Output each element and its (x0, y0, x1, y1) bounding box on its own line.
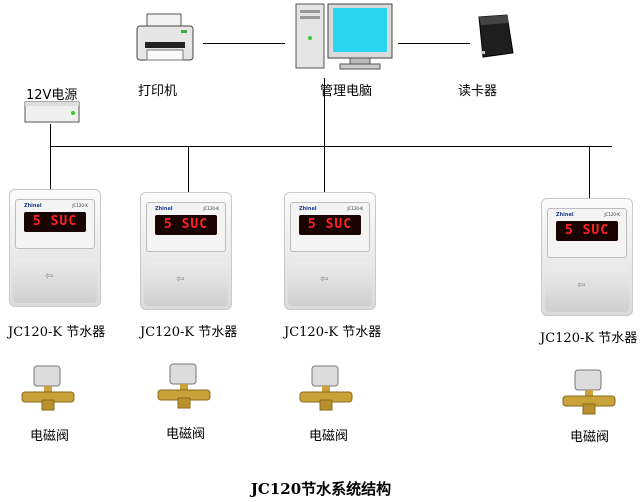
valve-label-3: 电磁阀 (309, 429, 349, 444)
meter-display: 5 SUC (24, 212, 86, 232)
bus-drop-1 (50, 146, 51, 189)
meter-display-text: 5 SUC (163, 217, 209, 232)
valve-icon-2 (157, 363, 211, 409)
diagram-title: JC120节水系统结构 (250, 480, 392, 498)
bus-drop-3 (324, 146, 325, 192)
power-label: 12V电源 (26, 88, 78, 103)
water-meter-2: Zhinel JC120-K 5 SUC ⇦ (140, 192, 232, 310)
printer-label: 打印机 (138, 84, 178, 99)
meter-display-text: 5 SUC (307, 217, 353, 232)
card-reader-label: 读卡器 (458, 84, 498, 99)
meter-label-4: JC120-K 节水器 (540, 331, 638, 346)
meter-brand: Zhinel (24, 203, 42, 209)
meter-brand: Zhinel (299, 206, 317, 212)
meter-display: 5 SUC (155, 215, 217, 235)
valve-label-4: 电磁阀 (570, 430, 610, 445)
valve-label-2: 电磁阀 (166, 427, 206, 442)
water-meter-4: Zhinel JC120-K 5 SUC ⇦ (541, 198, 633, 316)
printer-computer-link (203, 43, 285, 44)
meter-display: 5 SUC (299, 215, 361, 235)
arrow-icon: ⇦ (320, 274, 329, 285)
meter-label-2: JC120-K 节水器 (140, 325, 238, 340)
bus-drop-2 (188, 146, 189, 192)
meter-display: 5 SUC (556, 221, 618, 241)
valve-icon-4 (562, 369, 616, 415)
bus-drop-4 (589, 146, 590, 198)
computer-bus-link (324, 78, 325, 146)
valve-label-1: 电磁阀 (30, 429, 70, 444)
arrow-icon: ⇦ (176, 274, 185, 285)
computer-icon (295, 3, 393, 70)
water-meter-3: Zhinel JC120-K 5 SUC ⇦ (284, 192, 376, 310)
meter-brand: Zhinel (155, 206, 173, 212)
meter-label-1: JC120-K 节水器 (8, 325, 106, 340)
power-supply-icon (24, 101, 80, 123)
arrow-icon: ⇦ (577, 280, 586, 291)
arrow-icon: ⇦ (45, 271, 54, 282)
meter-brand: Zhinel (556, 212, 574, 218)
printer-icon (136, 13, 194, 61)
water-meter-1: Zhinel JC120-K 5 SUC ⇦ (9, 189, 101, 307)
valve-icon-3 (299, 365, 353, 411)
power-bus-link (50, 124, 51, 147)
computer-label: 管理电脑 (320, 84, 373, 99)
meter-label-3: JC120-K 节水器 (284, 325, 382, 340)
main-bus (50, 146, 612, 147)
computer-reader-link (398, 43, 470, 44)
valve-icon-1 (21, 365, 75, 411)
card-reader-icon (478, 14, 514, 58)
meter-display-text: 5 SUC (564, 223, 610, 238)
meter-display-text: 5 SUC (32, 214, 78, 229)
